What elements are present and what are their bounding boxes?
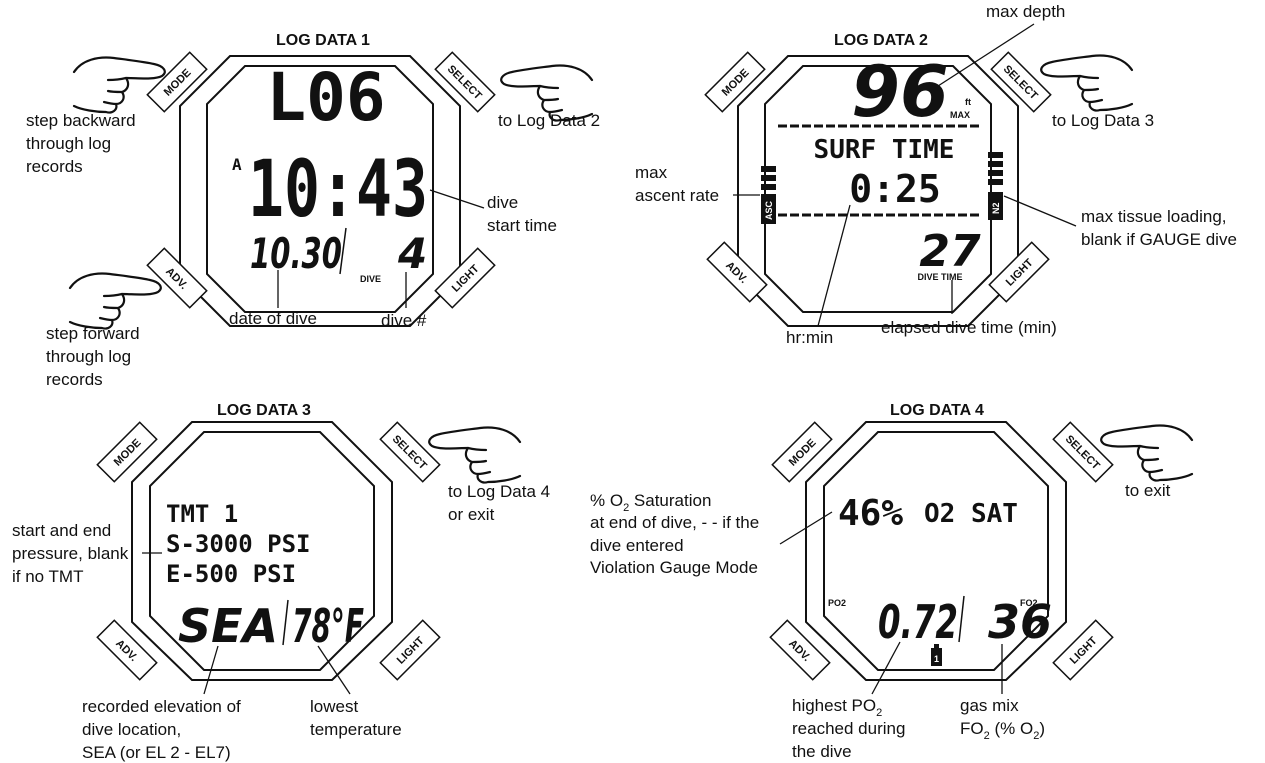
adv-button[interactable]: ADV. bbox=[146, 247, 208, 309]
annotation-lowest-temperature: lowest temperature bbox=[310, 697, 402, 739]
annotation-date-of-dive: date of dive bbox=[229, 309, 317, 328]
light-button[interactable]: LIGHT bbox=[379, 619, 441, 681]
ascent-rate-bar-graph: ASC bbox=[761, 166, 776, 224]
lcd-log-label: L06 bbox=[266, 59, 385, 136]
adv-button[interactable]: ADV. bbox=[706, 241, 768, 303]
lcd-asc-label: ASC bbox=[764, 200, 774, 220]
annotation-highest-po2: highest PO2 reached during the dive bbox=[792, 696, 910, 761]
lcd-max-label: MAX bbox=[950, 110, 970, 120]
annotation-step-forward: step forward through log records bbox=[46, 324, 144, 389]
pointing-hand-icon bbox=[1101, 426, 1192, 481]
annotation-hr-min: hr:min bbox=[786, 328, 833, 347]
light-button[interactable]: LIGHT bbox=[1052, 619, 1114, 681]
annotation-to-exit: to exit bbox=[1125, 481, 1171, 500]
panel-title: LOG DATA 1 bbox=[276, 32, 370, 49]
panel-title: LOG DATA 2 bbox=[834, 32, 928, 49]
lcd-temperature: 78°F bbox=[292, 599, 364, 653]
panel-title: LOG DATA 3 bbox=[217, 402, 311, 419]
lcd-dive-time-label: DIVE TIME bbox=[917, 272, 962, 282]
cylinder-icon: 1 bbox=[931, 644, 942, 666]
panel-log-data-3: LOG DATA 3 MODE SELECT ADV. LIGHT TMT 1 … bbox=[12, 402, 555, 762]
pointing-hand-icon bbox=[429, 428, 520, 483]
lcd-screen bbox=[823, 431, 1049, 671]
lcd-max-depth: 96 bbox=[851, 51, 948, 133]
lcd-o2-sat-label: O2 SAT bbox=[924, 499, 1018, 529]
annotation-elapsed-dive-time: elapsed dive time (min) bbox=[881, 318, 1057, 337]
lcd-am-indicator: A bbox=[232, 155, 242, 174]
lcd-surf-time-label: SURF TIME bbox=[814, 135, 955, 165]
annotation-gas-mix: gas mix FO2 (% O2) bbox=[960, 696, 1045, 742]
annotation-dive-number: dive # bbox=[381, 311, 427, 330]
tissue-loading-bar-graph: N2 bbox=[988, 152, 1003, 220]
lcd-cylinder-number: 1 bbox=[934, 654, 939, 664]
annotation-recorded-elevation: recorded elevation of dive location, SEA… bbox=[82, 697, 246, 762]
lcd-screen bbox=[149, 431, 375, 671]
lcd-depth-unit: ft bbox=[965, 97, 971, 107]
lcd-elevation: SEA bbox=[178, 599, 278, 653]
annotation-max-tissue-loading: max tissue loading, blank if GAUGE dive bbox=[1081, 207, 1237, 249]
lcd-max-po2: 0.72 bbox=[878, 595, 958, 649]
lcd-tmt-line: TMT 1 bbox=[166, 500, 238, 528]
lcd-dive-time: 27 bbox=[919, 226, 981, 277]
annotation-to-log-data-3: to Log Data 3 bbox=[1052, 111, 1154, 130]
select-button[interactable]: SELECT bbox=[1052, 421, 1114, 483]
annotation-dive-start-time: dive start time bbox=[487, 193, 557, 235]
panel-log-data-4: LOG DATA 4 MODE SELECT ADV. LIGHT 46% O2… bbox=[590, 402, 1192, 761]
lcd-n2-label: N2 bbox=[991, 202, 1001, 214]
annotation-max-ascent-rate: max ascent rate bbox=[635, 163, 719, 205]
panel-log-data-1: LOG DATA 1 MODE SELECT ADV. LIGHT L06 A … bbox=[26, 32, 600, 389]
annotation-max-depth: max depth bbox=[986, 2, 1065, 21]
lcd-dive-label: DIVE bbox=[360, 274, 381, 284]
annotation-to-log-data-2: to Log Data 2 bbox=[498, 111, 600, 130]
lcd-o2-saturation: 46% bbox=[838, 493, 903, 534]
lcd-screen bbox=[206, 65, 434, 313]
annotation-to-log-data-4: to Log Data 4 or exit bbox=[448, 482, 555, 524]
lcd-po2-label: PO2 bbox=[828, 598, 846, 608]
panel-title: LOG DATA 4 bbox=[890, 402, 984, 419]
annotation-o2-saturation: % O2 Saturation at end of dive, - - if t… bbox=[590, 491, 764, 577]
lcd-fo2-label: FO2 bbox=[1020, 598, 1038, 608]
lcd-start-pressure: S-3000 PSI bbox=[166, 530, 311, 558]
pointing-hand-icon bbox=[68, 272, 162, 330]
lcd-surface-interval: 0:25 bbox=[849, 167, 941, 211]
panel-log-data-2: LOG DATA 2 MODE SELECT ADV. LIGHT 96 ft … bbox=[635, 2, 1237, 347]
pointing-hand-icon bbox=[72, 56, 166, 114]
lcd-end-pressure: E-500 PSI bbox=[166, 560, 296, 588]
lcd-start-time: 10:43 bbox=[248, 145, 428, 235]
lcd-dive-number: 4 bbox=[397, 229, 427, 278]
annotation-start-end-pressure: start and end pressure, blank if no TMT bbox=[12, 521, 133, 586]
pointing-hand-icon bbox=[1041, 56, 1132, 111]
lcd-date: 10.30 bbox=[250, 229, 342, 278]
lcd-fo2: 36 bbox=[988, 595, 1052, 649]
annotation-step-backward: step backward through log records bbox=[26, 111, 140, 176]
adv-button[interactable]: ADV. bbox=[96, 619, 158, 681]
select-button[interactable]: SELECT bbox=[379, 421, 441, 483]
